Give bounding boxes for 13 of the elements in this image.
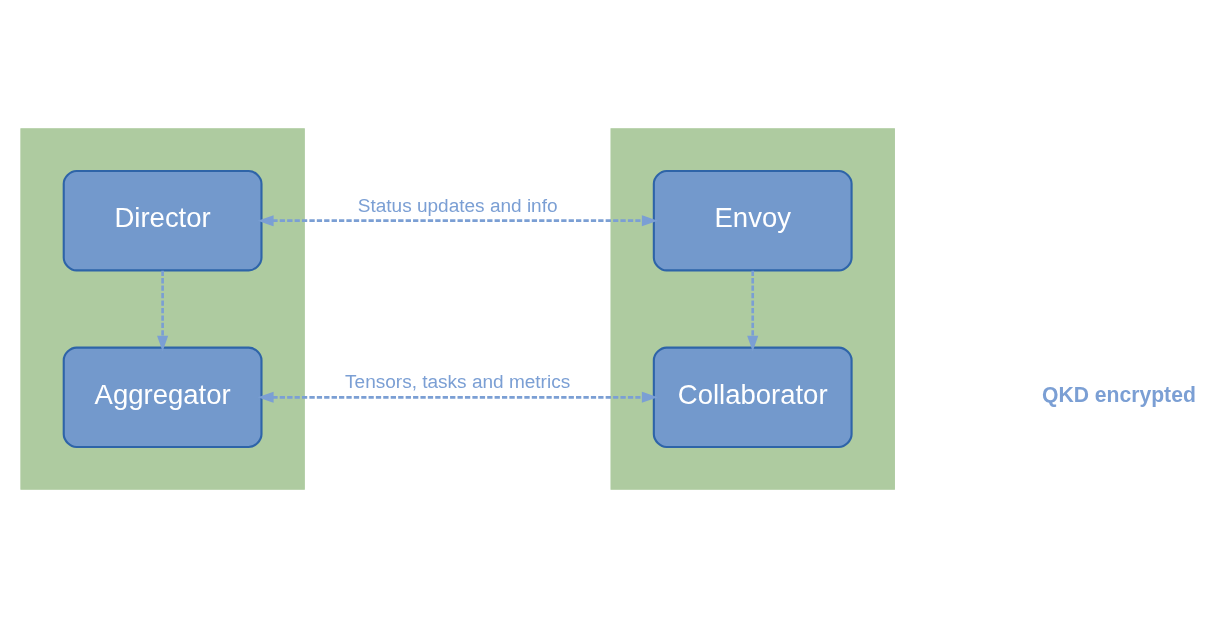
label: QKD encrypted bbox=[1041, 382, 1196, 406]
cluster bbox=[610, 128, 895, 490]
arrow bbox=[257, 391, 658, 403]
node-box: Director bbox=[62, 169, 263, 272]
arrow bbox=[157, 270, 169, 352]
node-box: Aggregator bbox=[62, 346, 263, 449]
node-box: Collaborator bbox=[652, 346, 853, 449]
edge-label: Status updates and info bbox=[357, 194, 558, 216]
arrow bbox=[257, 215, 658, 227]
arrow bbox=[747, 270, 759, 352]
cluster bbox=[20, 128, 305, 490]
edge-label: Tensors, tasks and metrics bbox=[345, 371, 571, 393]
node-box: Envoy bbox=[652, 169, 853, 272]
